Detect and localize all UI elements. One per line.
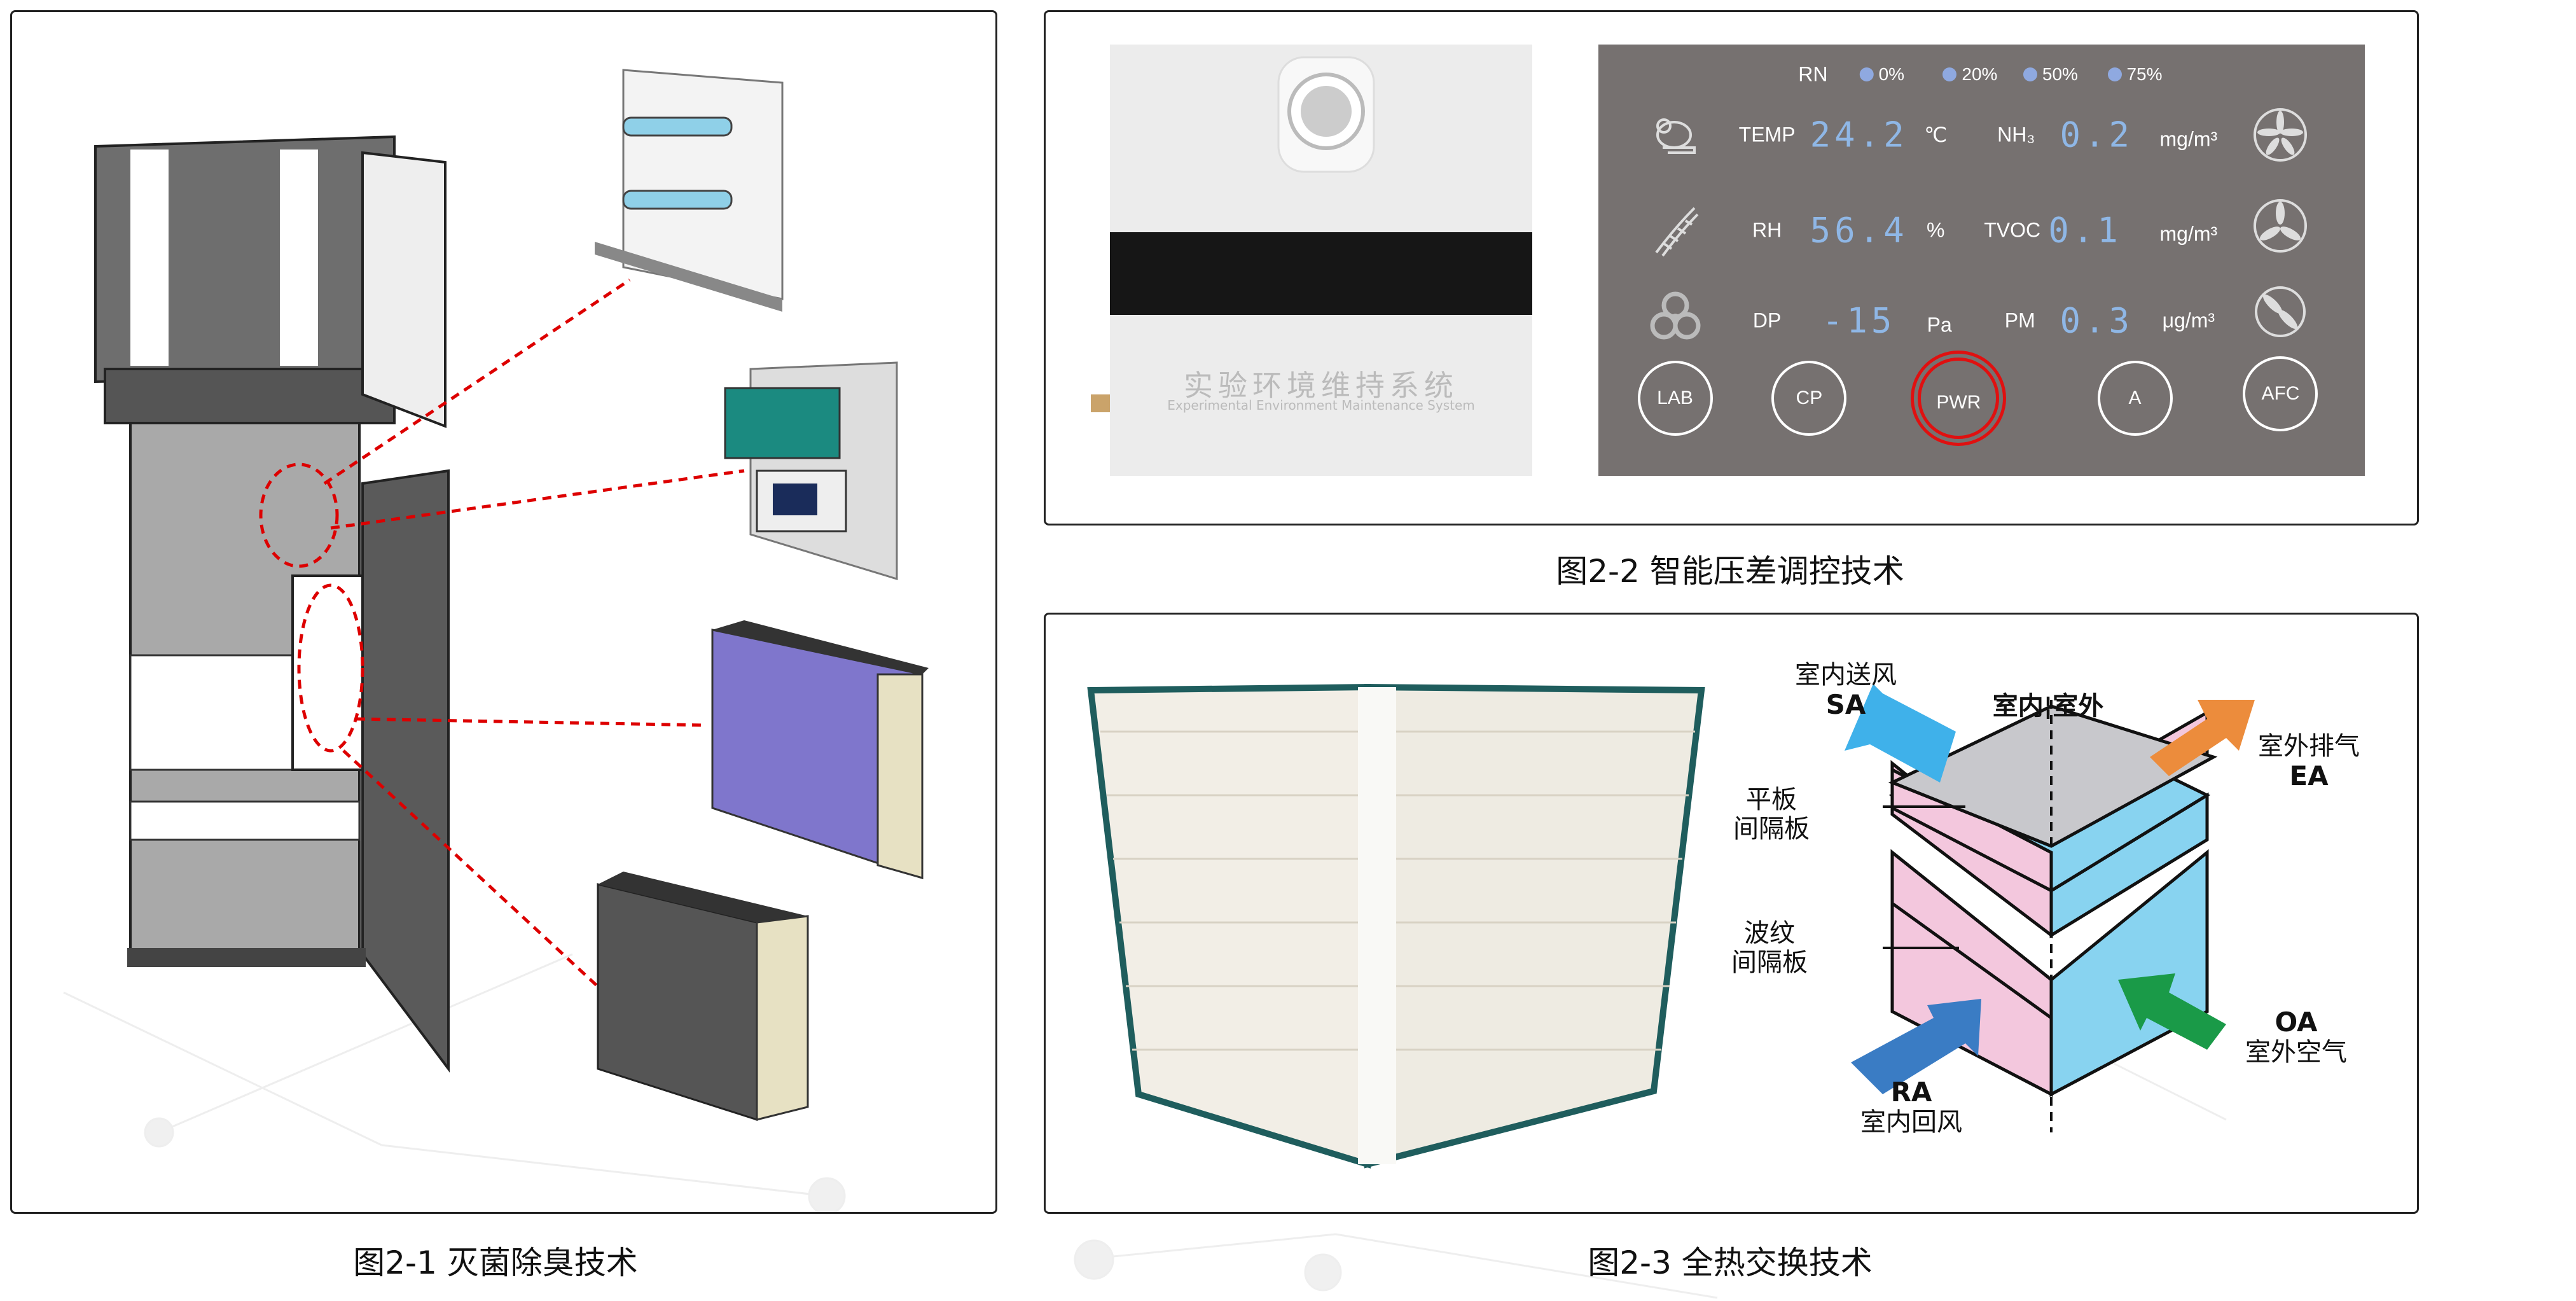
figure-2-2-caption: 图2-2 智能压差调控技术 [1556, 553, 1904, 590]
sa-arrow [1845, 684, 1956, 783]
corrugated-plate-label: 波纹间隔板 [1731, 919, 1808, 977]
rn-level-50[interactable]: 50% [2023, 64, 2078, 85]
biohazard-icon [1650, 291, 1700, 340]
indoor-outdoor-label: 室内¦室外 [1992, 692, 2104, 721]
tvoc-label: TVOC [1984, 218, 2041, 242]
heat-exchanger-photo [1087, 683, 1705, 1169]
pressure-controller-module [724, 361, 898, 581]
device-brand-cn: 实验环境维持系统 [1184, 368, 1458, 403]
rn-level-20[interactable]: 20% [1942, 64, 1997, 85]
ra-arrow [1851, 999, 1981, 1094]
rn-level-0[interactable]: 0% [1859, 64, 1904, 85]
figure-2-1-caption: 图2-1 灭菌除臭技术 [353, 1244, 638, 1281]
dp-value: -15 [1822, 300, 1896, 341]
pm-unit: μg/m³ [2162, 309, 2215, 332]
figure-2-2-frame [1044, 10, 2419, 525]
dna-icon [1654, 207, 1698, 256]
tvoc-value: 0.1 [2048, 210, 2122, 251]
device-brand-en: Experimental Environment Maintenance Sys… [1167, 398, 1475, 413]
rn-label: RN [1798, 62, 1828, 86]
ea-arrow [2150, 700, 2255, 776]
temp-value: 24.2 [1810, 115, 1908, 155]
pm-value: 0.3 [2060, 300, 2134, 341]
a-button[interactable]: A [2097, 360, 2173, 436]
nh3-unit: mg/m³ [2159, 127, 2218, 151]
temp-unit: ℃ [1924, 123, 1948, 147]
figure-2-1-frame [10, 10, 997, 1214]
uv-lamp-module [595, 69, 784, 312]
fan-5-blade-icon[interactable] [2252, 107, 2308, 163]
temp-label: TEMP [1738, 123, 1796, 146]
photocatalyst-filter-module [711, 620, 929, 880]
pm-label: PM [2004, 309, 2035, 332]
dp-label: DP [1752, 309, 1782, 332]
rh-value: 56.4 [1810, 210, 1908, 251]
cp-button[interactable]: CP [1771, 360, 1847, 436]
rh-unit: % [1926, 218, 1945, 242]
tvoc-unit: mg/m³ [2159, 222, 2218, 246]
heat-exchange-diagram [1883, 700, 2218, 1132]
airflow-arrows [1845, 684, 2255, 1094]
mouse-icon [1656, 118, 1696, 155]
nh3-label: NH₃ [1997, 123, 2035, 146]
carbon-filter-module [597, 872, 809, 1122]
fan-3-blade-icon[interactable] [2252, 198, 2308, 254]
nh3-value: 0.2 [2060, 115, 2134, 155]
afc-button[interactable]: AFC [2243, 356, 2318, 432]
device-photo [1091, 45, 1532, 476]
figure-2-3-caption: 图2-3 全热交换技术 [1588, 1244, 1873, 1281]
oa-arrow [2118, 973, 2226, 1050]
fan-2-blade-icon[interactable] [2254, 285, 2307, 338]
flat-plate-label: 平板间隔板 [1733, 785, 1810, 844]
dp-unit: Pa [1927, 313, 1952, 337]
cabinet-illustration [94, 135, 745, 1073]
power-button[interactable]: PWR [1918, 357, 2000, 439]
figure-2-3-frame [1044, 613, 2419, 1214]
lab-button[interactable]: LAB [1637, 360, 1713, 436]
control-panel: RN 0% 20% 50% 75% TEMP 24.2 ℃ NH₃ 0.2 mg… [1598, 45, 2365, 476]
rh-label: RH [1752, 218, 1782, 242]
rn-level-75[interactable]: 75% [2107, 64, 2163, 85]
